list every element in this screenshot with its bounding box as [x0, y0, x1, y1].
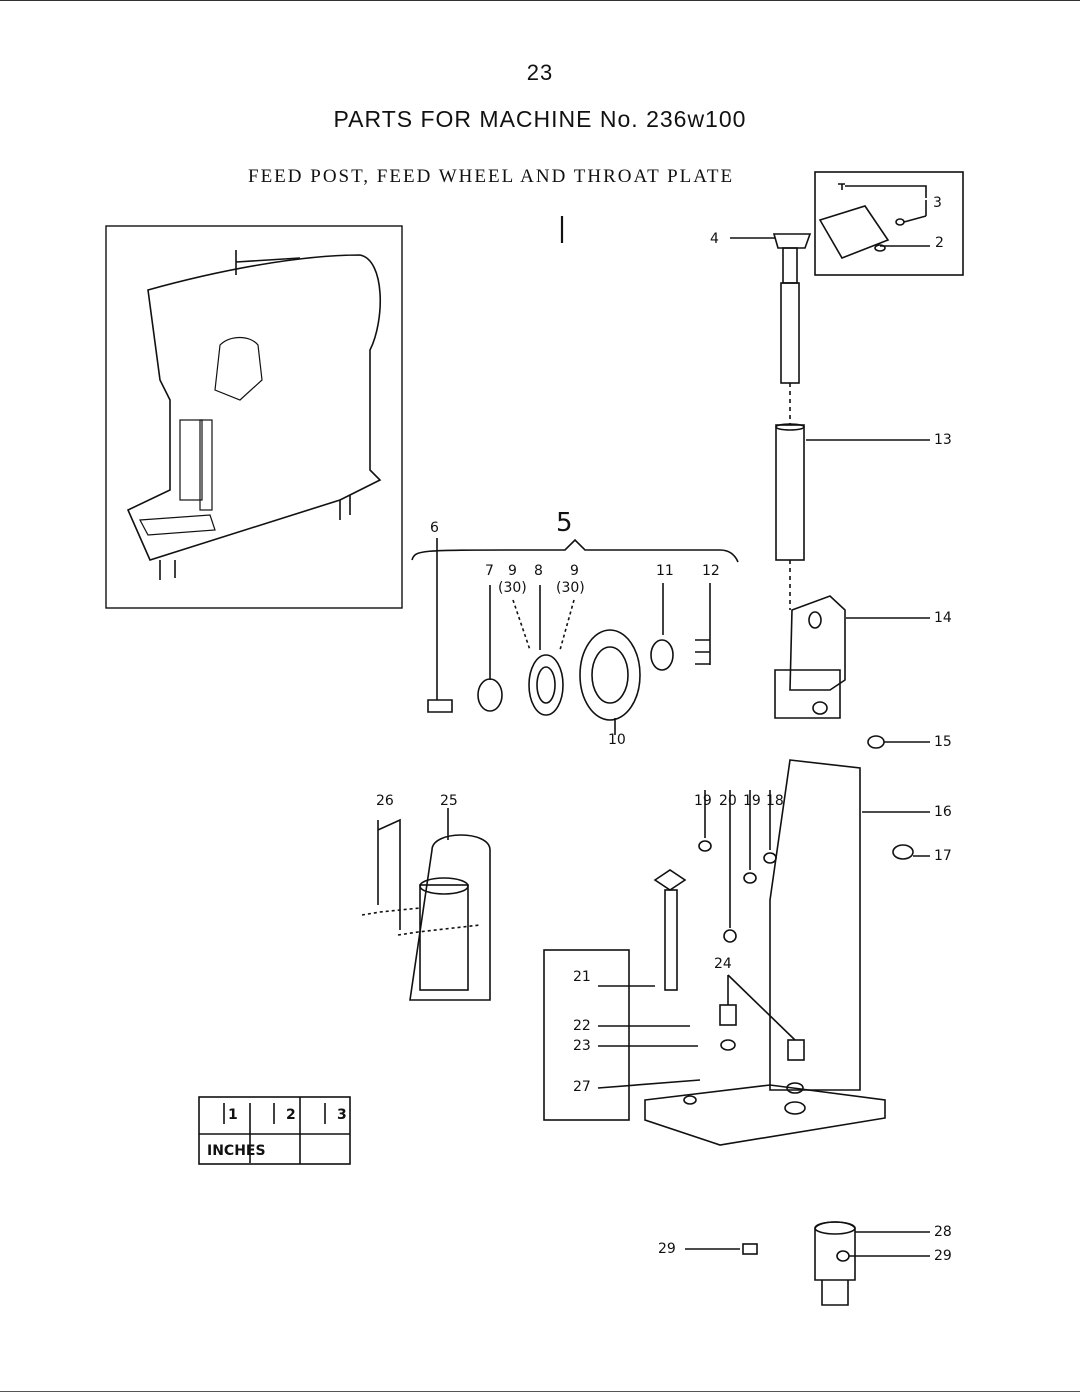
- callout-12: 12: [702, 563, 720, 579]
- callout-15: 15: [934, 734, 952, 750]
- callout-30b: (30): [556, 580, 585, 596]
- feed-wheel-icon: [427, 538, 711, 735]
- callout-4: 4: [710, 231, 719, 247]
- cylinder-icon: [361, 808, 491, 1001]
- callout-3: 3: [933, 195, 942, 211]
- callout-29a: 29: [658, 1241, 676, 1257]
- inches-scale: [198, 1096, 351, 1165]
- scale-mark-1: 1: [228, 1107, 238, 1123]
- callout-6: 6: [430, 520, 439, 536]
- page-number: 23: [526, 60, 554, 85]
- callout-22: 22: [573, 1018, 591, 1034]
- callout-14: 14: [934, 610, 952, 626]
- callout-16: 16: [934, 804, 952, 820]
- feed-post-body-icon: [698, 759, 930, 1091]
- callout-24: 24: [714, 956, 732, 972]
- callout-5: 5: [556, 508, 573, 538]
- callout-25: 25: [440, 793, 458, 809]
- bracket-icon: [774, 595, 930, 719]
- callout-20: 20: [719, 793, 737, 809]
- callout-21: 21: [573, 969, 591, 985]
- callout-7: 7: [485, 563, 494, 579]
- feed-post-icon: [730, 233, 930, 610]
- section-subtitle: FEED POST, FEED WHEEL AND THROAT PLATE: [248, 166, 735, 187]
- scale-unit-label: INCHES: [207, 1143, 266, 1159]
- callout-2: 2: [935, 235, 944, 251]
- top-border: [0, 0, 1080, 1]
- callout-19a: 19: [694, 793, 712, 809]
- callout-8: 8: [534, 563, 543, 579]
- scale-mark-3: 3: [337, 1107, 347, 1123]
- callout-27: 27: [573, 1079, 591, 1095]
- callout-23: 23: [573, 1038, 591, 1054]
- page-title: PARTS FOR MACHINE No. 236w100: [333, 106, 747, 132]
- callout-9a: 9: [508, 563, 517, 579]
- callout-30a: (30): [498, 580, 527, 596]
- callout-18: 18: [766, 793, 784, 809]
- bottom-border: [0, 1391, 1080, 1392]
- callout-10: 10: [608, 732, 626, 748]
- callout-11: 11: [656, 563, 674, 579]
- callout-28: 28: [934, 1224, 952, 1240]
- callout-9b: 9: [570, 563, 579, 579]
- callout-19b: 19: [743, 793, 761, 809]
- callout-13: 13: [934, 432, 952, 448]
- sewing-machine-outline-icon: [105, 225, 403, 609]
- collar-icon: [685, 1221, 930, 1306]
- callout-26: 26: [376, 793, 394, 809]
- scale-mark-2: 2: [286, 1107, 296, 1123]
- callout-29b: 29: [934, 1248, 952, 1264]
- throat-plate-icon: [814, 171, 964, 276]
- base-plate-icon: [644, 1084, 886, 1146]
- callout-17: 17: [934, 848, 952, 864]
